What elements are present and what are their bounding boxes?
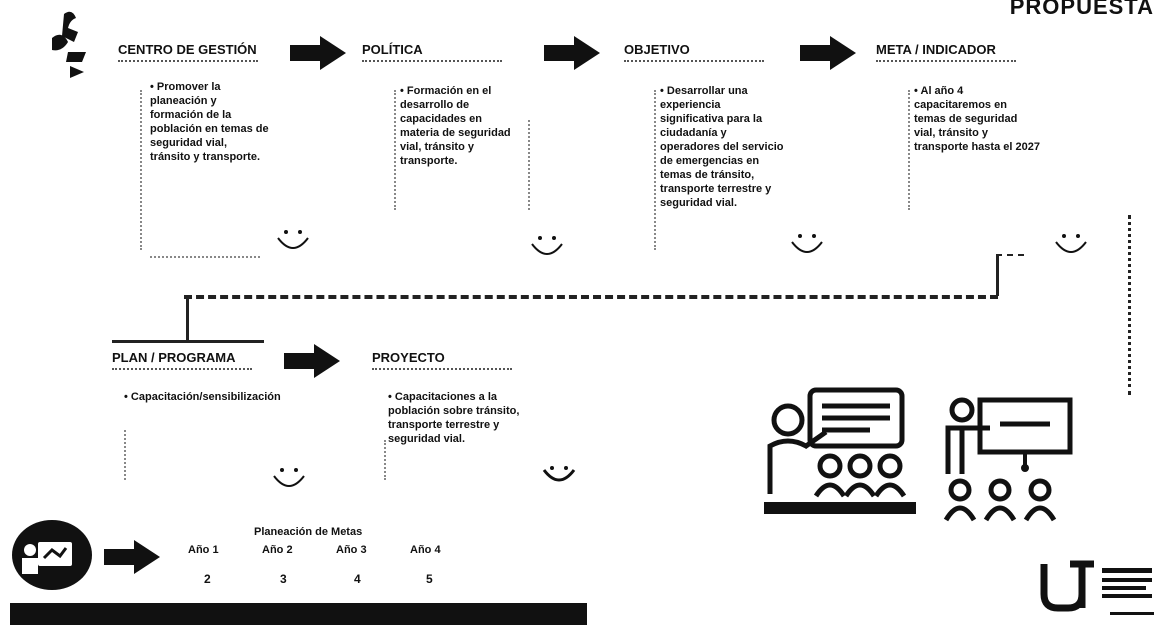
metric-value-1: 2 bbox=[204, 572, 211, 586]
arrow-right-icon bbox=[284, 344, 340, 378]
connector-line bbox=[186, 298, 189, 342]
metrics-title: Planeación de Metas bbox=[254, 526, 363, 538]
teacher-presentation-icon bbox=[764, 387, 916, 514]
frame-line bbox=[150, 256, 260, 258]
connector-dashed-line bbox=[184, 295, 998, 299]
stage-desc-politica: Formación en el desarrollo de capacidade… bbox=[400, 84, 520, 168]
meeting-circle-icon bbox=[12, 520, 92, 590]
smiley-icon bbox=[542, 466, 576, 482]
logo-ut bbox=[1040, 560, 1154, 615]
smiley-icon bbox=[273, 468, 305, 487]
arrow-right-icon bbox=[290, 36, 346, 70]
smiley-icon bbox=[277, 230, 309, 249]
page-title: PROPUESTA bbox=[1009, 0, 1154, 19]
classroom-icon bbox=[943, 397, 1073, 522]
stage-title-proyecto: PROYECTO bbox=[372, 350, 512, 370]
stage-desc-objetivo: Desarrollar una experiencia significativ… bbox=[660, 84, 786, 210]
stage-title-objetivo: OBJETIVO bbox=[624, 42, 764, 62]
stage-title-meta: META / INDICADOR bbox=[876, 42, 1016, 62]
arrow-right-icon bbox=[800, 36, 856, 70]
connector-line bbox=[996, 254, 999, 296]
metric-year-2: Año 2 bbox=[262, 544, 293, 556]
frame-line bbox=[140, 90, 142, 250]
traffic-signal-icon bbox=[52, 11, 86, 78]
frame-line bbox=[384, 440, 386, 480]
metric-value-3: 4 bbox=[354, 572, 361, 586]
stage-desc-proyecto: Capacitaciones a la población sobre trán… bbox=[388, 390, 534, 446]
stage-desc-plan: Capacitación/sensibilización bbox=[124, 390, 294, 404]
arrow-right-icon bbox=[104, 540, 160, 574]
metric-year-3: Año 3 bbox=[336, 544, 367, 556]
metric-value-4: 5 bbox=[426, 572, 433, 586]
frame-line bbox=[908, 90, 910, 210]
metric-value-2: 3 bbox=[280, 572, 287, 586]
stage-desc-gestion: Promover la planeación y formación de la… bbox=[150, 80, 270, 164]
stage-title-politica: POLÍTICA bbox=[362, 42, 502, 62]
frame-line bbox=[1128, 215, 1131, 395]
smiley-icon bbox=[791, 234, 823, 253]
stage-title-plan: PLAN / PROGRAMA bbox=[112, 350, 252, 370]
frame-line bbox=[654, 90, 656, 250]
bottom-bar bbox=[10, 603, 587, 625]
metric-year-1: Año 1 bbox=[188, 544, 219, 556]
metric-year-4: Año 4 bbox=[410, 544, 441, 556]
stage-desc-meta: Al año 4 capacitaremos en temas de segur… bbox=[914, 84, 1040, 154]
frame-line bbox=[394, 90, 396, 210]
connector-line bbox=[112, 340, 264, 343]
smiley-icon bbox=[531, 236, 563, 255]
frame-line bbox=[528, 120, 530, 210]
smiley-icon bbox=[1055, 234, 1087, 253]
frame-line bbox=[124, 430, 126, 480]
arrow-right-icon bbox=[544, 36, 600, 70]
connector-line bbox=[996, 254, 1024, 256]
stage-title-gestion: CENTRO DE GESTIÓN bbox=[118, 42, 258, 62]
